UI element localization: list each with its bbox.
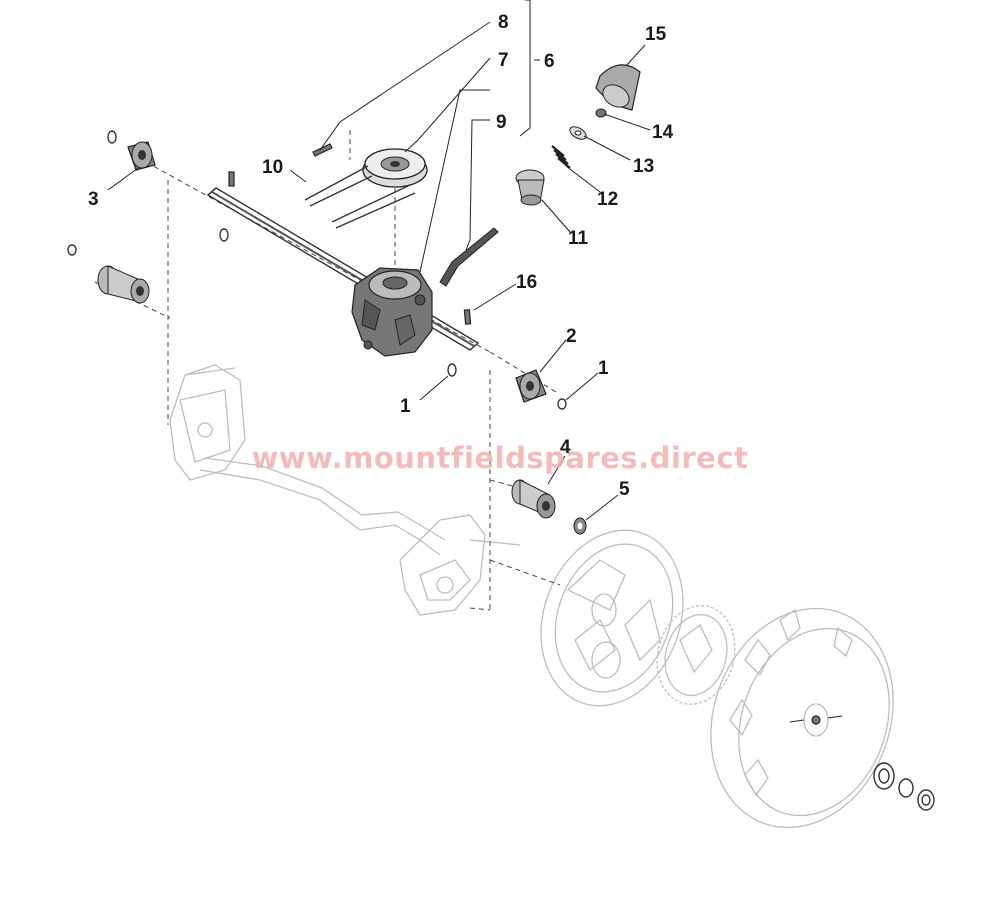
callout-16: 16 [516,272,537,293]
cable-adjuster-housing [515,169,545,206]
callout-11: 11 [568,228,589,249]
drive-shaft [206,187,480,351]
callout-3: 3 [88,189,99,210]
circlip-left-lower [67,244,77,256]
wheel-hub-adaptor-left [97,265,150,304]
drive-pulley [362,148,428,188]
drive-belt [304,165,416,229]
circlip-1-right [557,398,567,410]
wheel-hub-cover [540,529,684,707]
callout-1-right: 1 [598,358,609,379]
drive-gear-ring [656,605,736,705]
callout-2: 2 [566,326,577,347]
callout-labels: 1 1 2 3 4 5 6 7 8 9 10 11 12 13 14 15 16 [88,12,674,500]
chassis-frame-ghost [169,364,521,616]
callout-6: 6 [544,51,555,72]
hex-nut [573,517,587,535]
roll-pin-shaft-top [228,171,235,187]
callout-10: 10 [262,157,283,178]
cable-operating-lever [439,227,499,287]
assembly-guide-lines [94,130,561,611]
roll-pin-16 [463,309,472,325]
callout-1-left: 1 [400,396,411,417]
callout-4: 4 [560,437,571,458]
gearbox [351,267,433,357]
adjuster-knob [595,64,641,111]
callout-12: 12 [597,189,618,210]
rear-wheel-tyre [710,607,894,829]
watermark-text: www.mountfieldspares.direct [252,441,749,475]
callout-5: 5 [619,479,630,500]
wheel-hub-adaptor-right [511,479,556,519]
roll-pin-8 [312,143,333,157]
washer [569,126,587,140]
circlip-left-upper [107,130,117,144]
callout-13: 13 [633,156,654,177]
pinion-gear-left [127,141,156,171]
callout-9: 9 [496,112,507,133]
callout-14: 14 [652,122,674,143]
circlip-left-mid [219,228,229,242]
circlip-1-left [447,363,457,377]
leader-lines [107,0,651,521]
pinion-gear-right [515,369,547,403]
callout-15: 15 [645,24,667,45]
wheel-bearing-nuts [873,762,935,811]
callout-7: 7 [498,50,509,71]
callout-8: 8 [498,12,509,33]
adjuster-spring [551,145,571,169]
small-nut [595,108,607,118]
